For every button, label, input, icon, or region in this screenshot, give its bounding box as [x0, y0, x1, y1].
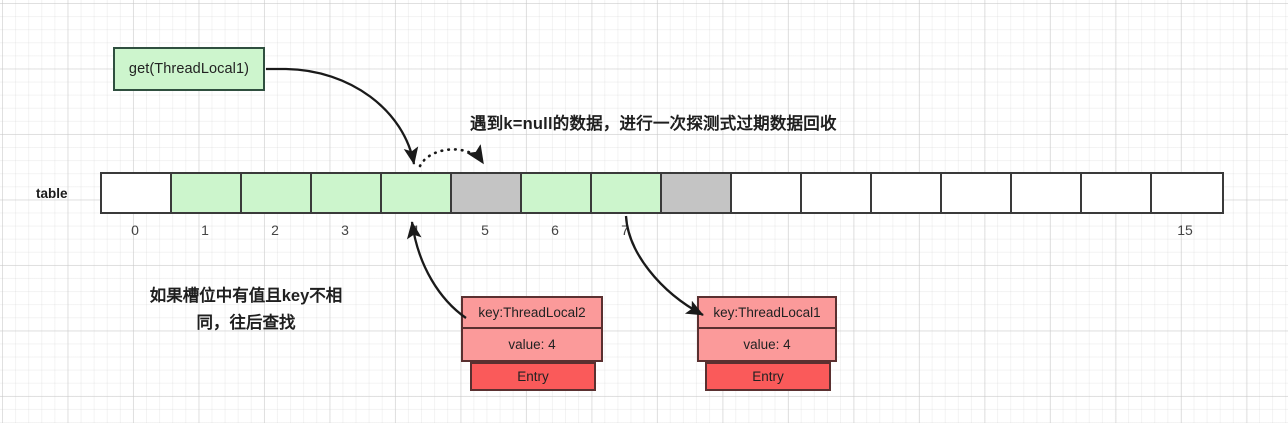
table-index-label-15: 15 [1177, 222, 1193, 238]
note-linear-probe: 如果槽位中有值且key不相 同，往后查找 [112, 283, 380, 337]
table-slot-4 [382, 174, 452, 212]
table-slot-3 [312, 174, 382, 212]
entry-threadlocal2-value: value: 4 [508, 337, 556, 352]
table-index-label-6: 6 [551, 222, 559, 238]
entry-threadlocal2-key: key:ThreadLocal2 [463, 298, 601, 329]
table-slot-11 [872, 174, 942, 212]
entry-threadlocal1-value: value: 4 [743, 337, 791, 352]
table-index-label-3: 3 [341, 222, 349, 238]
entry-threadlocal1-key: key:ThreadLocal1 [699, 298, 835, 329]
table-slot-8 [662, 174, 732, 212]
table-index-label-5: 5 [481, 222, 489, 238]
table-slot-0 [102, 174, 172, 212]
entry-threadlocal2-tag: Entry [470, 362, 596, 391]
arrow-probe-dotted [418, 144, 485, 168]
table-index-label-0: 0 [131, 222, 139, 238]
table-index-label-1: 1 [201, 222, 209, 238]
table-index-label-2: 2 [271, 222, 279, 238]
table-slot-14 [1082, 174, 1152, 212]
table-slots [100, 172, 1224, 214]
table-slot-15 [1152, 174, 1222, 212]
table-slot-9 [732, 174, 802, 212]
table-slot-10 [802, 174, 872, 212]
entry-threadlocal1: key:ThreadLocal1 value: 4 Entry [697, 296, 837, 391]
table-slot-7 [592, 174, 662, 212]
table-slot-13 [1012, 174, 1082, 212]
note-linear-probe-line2: 同，往后查找 [196, 314, 296, 332]
table-index-label-4: 4 [411, 222, 419, 238]
entry-threadlocal1-kv: key:ThreadLocal1 value: 4 [697, 296, 837, 362]
table-slot-12 [942, 174, 1012, 212]
table-slot-6 [522, 174, 592, 212]
table-slot-1 [172, 174, 242, 212]
table-slot-2 [242, 174, 312, 212]
arrow-get-to-slot4 [266, 67, 419, 165]
entry-threadlocal1-tag: Entry [705, 362, 831, 391]
entry-threadlocal2-kv: key:ThreadLocal2 value: 4 [461, 296, 603, 362]
table-slot-5 [452, 174, 522, 212]
note-linear-probe-line1: 如果槽位中有值且key不相 [149, 287, 343, 305]
get-call-label: get(ThreadLocal1) [128, 61, 250, 77]
table-label: table [36, 186, 68, 201]
entry-threadlocal2: key:ThreadLocal2 value: 4 Entry [461, 296, 603, 391]
note-stale-cleanup: 遇到k=null的数据，进行一次探测式过期数据回收 [470, 115, 837, 133]
table-index-label-7: 7 [621, 222, 629, 238]
get-call-box: get(ThreadLocal1) [113, 47, 265, 91]
